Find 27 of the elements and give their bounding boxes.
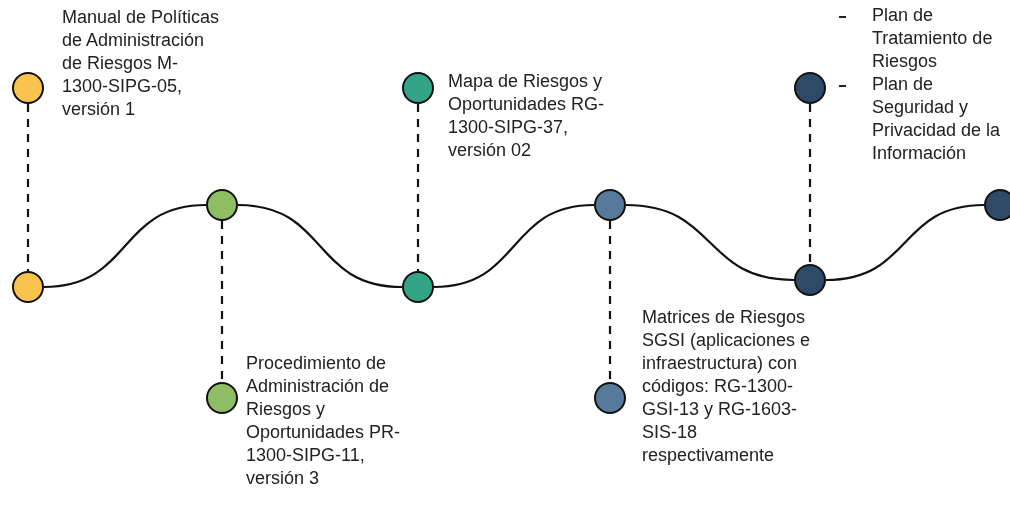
dashed-connector (220, 221, 224, 382)
timeline-marker (12, 72, 44, 104)
list-item: Plan de Tratamiento de Riesgos (872, 4, 994, 73)
list-item: Plan de Seguridad y Privacidad de la Información (872, 73, 1002, 165)
timeline-marker (402, 271, 434, 303)
timeline-marker (794, 264, 826, 296)
timeline-marker (402, 72, 434, 104)
timeline-curve (625, 203, 795, 282)
timeline-curve (433, 203, 595, 289)
timeline-marker (794, 72, 826, 104)
dashed-connector (608, 221, 612, 382)
dashed-connector (416, 104, 420, 271)
timeline-curve (43, 203, 207, 289)
description-text: Matrices de Riesgos SGSI (aplicaciones e infraestructura) con códigos: RG-1300-GSI-13 y RG-1603-SIS-18 respectivamente (642, 306, 812, 467)
timeline-marker (984, 189, 1010, 221)
description-text: Procedimiento de Administración de Riesgos y Oportunidades PR-1300-SIPG-11, versión 3 (246, 352, 402, 490)
timeline-marker (594, 189, 626, 221)
dashed-connector (808, 104, 812, 264)
timeline-curve (237, 203, 403, 289)
description-text: Mapa de Riesgos y Oportunidades RG-1300-SIPG-37, versión 02 (448, 70, 606, 162)
timeline-curve (825, 203, 985, 282)
timeline-marker (12, 271, 44, 303)
timeline-marker (206, 189, 238, 221)
dashed-connector (26, 104, 30, 271)
timeline-marker (594, 382, 626, 414)
description-text: Manual de Políticas de Administración de Riesgos M-1300-SIPG-05, versión 1 (62, 6, 221, 121)
timeline-marker (206, 382, 238, 414)
